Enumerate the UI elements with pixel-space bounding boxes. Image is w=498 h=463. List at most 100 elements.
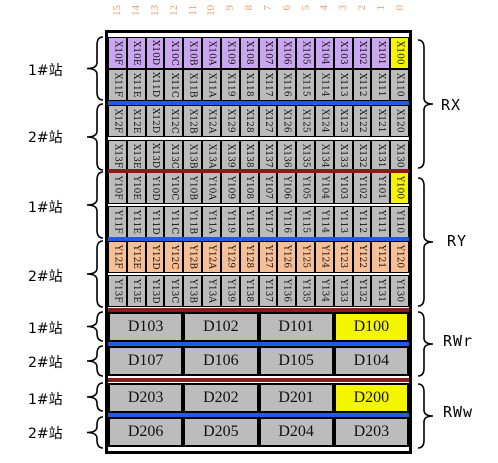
bit-cell-label: Y12C xyxy=(168,244,179,270)
bit-cell: Y12F xyxy=(108,241,127,273)
bit-cell-label: Y116 xyxy=(281,210,292,234)
group-brace xyxy=(417,311,434,377)
bit-cell-label: Y137 xyxy=(262,279,273,303)
bit-cell-label: X12A xyxy=(206,108,217,134)
group-label: RY xyxy=(447,232,468,250)
bit-cell-label: X13E xyxy=(131,143,142,169)
bit-cell: X105 xyxy=(296,37,315,69)
bit-cell: X12D xyxy=(145,105,165,137)
bit-cell: Y12C xyxy=(164,241,184,273)
bit-cell-label: Y131 xyxy=(375,279,386,303)
bit-cell: Y101 xyxy=(371,172,391,204)
bit-cell-label: X11D xyxy=(150,72,161,98)
bit-cell-label: Y130 xyxy=(394,279,405,303)
bit-cell-label: X110 xyxy=(394,73,405,97)
bit-cell-label: Y10B xyxy=(187,175,198,200)
bit-cell-label: Y111 xyxy=(375,210,386,234)
bit-cell-label: X106 xyxy=(281,41,292,65)
bit-cell-label: X100 xyxy=(394,41,405,65)
bit-cell-label: X12D xyxy=(150,108,161,134)
bit-cell-label: Y12E xyxy=(131,245,142,269)
bit-cell-label: Y10A xyxy=(206,176,217,200)
word-cell: D204 xyxy=(258,417,334,447)
bit-cell-label: X126 xyxy=(281,109,292,133)
station-label: 2#站 xyxy=(28,426,63,442)
bit-cell: X10D xyxy=(145,37,165,69)
bit-cell-label: X129 xyxy=(225,109,236,133)
group-brace xyxy=(417,39,434,169)
bit-cell-label: Y134 xyxy=(319,279,330,303)
bit-cell: Y134 xyxy=(314,275,334,307)
bit-cell-label: X11C xyxy=(168,72,179,98)
bit-cell: X13D xyxy=(145,140,165,172)
bit-cell: X13C xyxy=(164,140,184,172)
bit-cell-label: Y11D xyxy=(150,209,161,235)
word-cell: D102 xyxy=(183,312,259,342)
bit-cell-label: Y136 xyxy=(281,279,292,303)
bit-cell: X12B xyxy=(183,105,203,137)
bit-cell-label: Y127 xyxy=(262,245,273,269)
row-separator xyxy=(108,342,409,346)
bit-cell: X11D xyxy=(145,69,165,101)
bit-cell: Y13C xyxy=(164,275,184,307)
bit-cell-label: Y102 xyxy=(356,176,367,200)
row-separator xyxy=(108,413,409,417)
group-brace xyxy=(417,383,434,449)
bit-cell: X122 xyxy=(352,105,372,137)
bit-cell: X10B xyxy=(183,37,203,69)
bit-cell-label: X115 xyxy=(300,73,311,97)
station-brace xyxy=(86,240,104,308)
word-cell: D202 xyxy=(183,383,259,413)
bit-cell-label: Y114 xyxy=(319,210,330,234)
bit-cell-label: X116 xyxy=(281,73,292,97)
station-label: 1#站 xyxy=(28,63,63,79)
bit-cell-label: X13D xyxy=(150,143,161,169)
bit-cell: Y12A xyxy=(202,241,221,273)
station-brace xyxy=(86,416,104,449)
bit-cell-label: X136 xyxy=(281,144,292,168)
bit-cell-label: X107 xyxy=(262,41,273,65)
bit-cell: Y10E xyxy=(126,172,146,204)
word-cell: D107 xyxy=(108,346,184,376)
bit-cell: Y129 xyxy=(220,241,240,273)
bit-cell-label: X134 xyxy=(319,144,330,168)
bit-cell-label: X131 xyxy=(375,144,386,168)
bit-cell: Y121 xyxy=(371,241,391,273)
bit-cell: X129 xyxy=(220,105,240,137)
bit-cell: X126 xyxy=(277,105,297,137)
bit-cell-label: X12E xyxy=(131,108,142,134)
bit-cell-label: Y12F xyxy=(112,245,123,269)
bit-cell: Y125 xyxy=(296,241,315,273)
bit-cell-label: Y11A xyxy=(206,210,217,234)
bit-cell-label: X111 xyxy=(375,73,386,97)
station-label: 1#站 xyxy=(28,392,63,408)
bit-cell: Y126 xyxy=(277,241,297,273)
station-brace xyxy=(86,311,104,342)
bit-cell: X112 xyxy=(352,69,372,101)
station-label: 2#站 xyxy=(28,355,63,371)
word-cell: D100 xyxy=(333,312,409,342)
bit-cell: X10F xyxy=(108,37,127,69)
bit-cell: X118 xyxy=(239,69,259,101)
bit-cell-label: X138 xyxy=(244,144,255,168)
bit-cell-label: Y124 xyxy=(319,245,330,269)
bit-cell: X106 xyxy=(277,37,297,69)
bit-cell: Y130 xyxy=(390,275,409,307)
bit-cell-label: X12C xyxy=(168,108,179,134)
bit-cell-label: X127 xyxy=(262,109,273,133)
station-brace xyxy=(86,36,104,101)
bit-cell: X12E xyxy=(126,105,146,137)
bit-cell-label: X11E xyxy=(131,72,142,98)
bit-cell: Y105 xyxy=(296,172,315,204)
bit-cell: Y128 xyxy=(239,241,259,273)
bit-cell-label: Y11B xyxy=(187,209,198,234)
bit-cell: Y124 xyxy=(314,241,334,273)
